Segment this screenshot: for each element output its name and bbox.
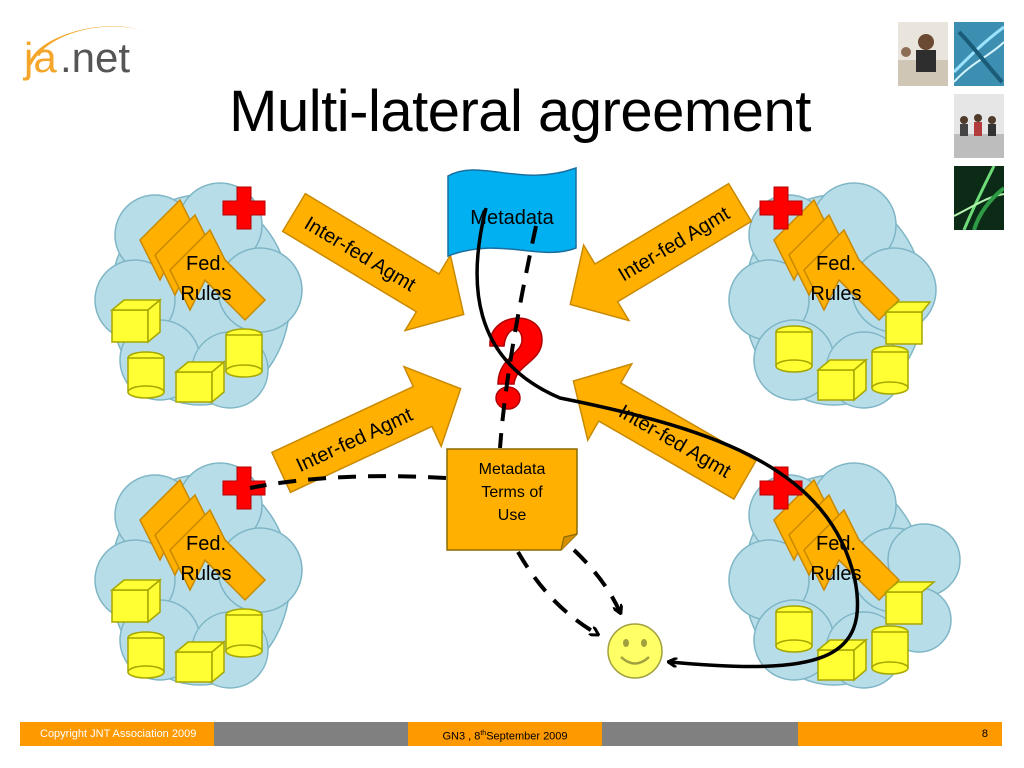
logo-net: .net [60,34,130,81]
fed-rules-line-1: Fed. [816,533,856,555]
footer-copyright-text: Copyright JNT Association 2009 [40,728,197,740]
agmt-arrow-top-right: Inter-fed Agmt [569,182,753,322]
fed-rules-line-2: Rules [180,563,231,585]
meeting-photo [954,94,1004,158]
terms-line-1: Metadata [479,461,546,478]
federation-top-right: Fed. Rules [728,182,937,409]
red-cross-icon [759,466,803,510]
metadata-label: Metadata [470,207,554,229]
footer-page-number: 8 [981,728,988,740]
network-cables-photo [954,22,1004,86]
federation-databases [109,578,263,684]
logo-ja: ja [22,34,57,81]
red-cross-icon [759,186,803,230]
janet-logo: ja .net [22,26,146,81]
user-smiley-icon [607,623,663,679]
footer-event-text: GN3 , 8 [442,730,481,743]
federation-top-left: Fed. Rules [94,182,303,409]
fed-rules-line-1: Fed. [816,253,856,275]
federation-bottom-right: Fed. Rules [728,462,961,689]
fed-rules-line-1: Fed. [186,533,226,555]
federation-bottom-left: Fed. Rules [94,462,303,689]
fed-rules-line-2: Rules [810,283,861,305]
footer-copyright: Copyright JNT Association 2009 [20,722,214,746]
terms-line-3: Use [498,507,527,524]
federation-databases [109,298,263,404]
terms-of-use-note: Metadata Terms of Use [446,448,578,551]
fed-rules-line-1: Fed. [186,253,226,275]
footer-grey-block-right [602,722,798,746]
footer-event-sup: th [480,730,487,737]
office-worker-photo [898,22,948,86]
federation-databases [775,301,932,402]
agmt-arrow-bottom-right: Inter-fed Agmt [572,362,757,501]
federation-rule-arrows [139,478,267,602]
footer-event-rest: September 2009 [486,730,568,743]
footer-event: GN3 , 8thSeptember 2009 [408,722,602,746]
terms-line-2: Terms of [481,484,543,501]
footer-grey-block-left [214,722,408,746]
metadata-document: Metadata [447,166,577,258]
slide-title: Multi-lateral agreement [229,79,811,144]
solid-connector [475,207,860,669]
red-cross-icon [222,186,266,230]
fed-rules-line-2: Rules [180,283,231,305]
dashed-connectors [249,225,620,634]
footer-page: 8 [798,722,1002,746]
fed-rules-line-2: Rules [810,563,861,585]
red-cross-icon [222,466,266,510]
federation-databases [775,581,937,682]
federation-rule-arrows [139,198,267,322]
green-light-photo [954,166,1004,230]
slide-footer: Copyright JNT Association 2009 GN3 , 8th… [20,722,1002,746]
